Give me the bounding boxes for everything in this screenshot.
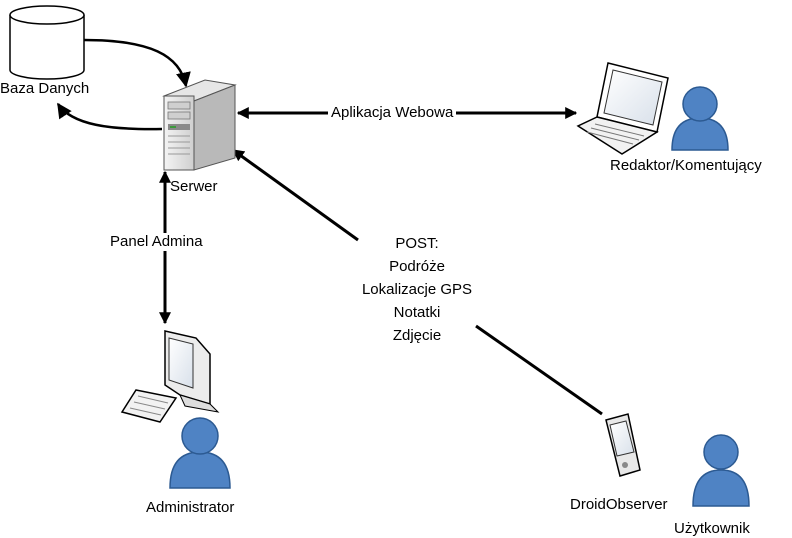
admin-panel-edge-label: Panel Admina (107, 233, 206, 251)
server-label: Serwer (170, 178, 218, 195)
post-item: Notatki (393, 304, 441, 321)
server-tower-icon (162, 79, 237, 171)
post-item: Podróże (389, 258, 445, 275)
laptop-icon (576, 62, 669, 155)
database-icon (9, 5, 85, 80)
desktop-computer-icon (120, 330, 220, 423)
user-icon-administrator (169, 417, 231, 489)
post-edge-label: POST: Podróże Lokalizacje GPS Notatki Zd… (352, 232, 482, 347)
post-title: POST: (395, 235, 439, 252)
phone-icon (605, 413, 641, 477)
editor-label: Redaktor/Komentujący (610, 157, 762, 174)
user-icon-user (692, 434, 750, 507)
edge-post-upper (232, 148, 359, 242)
post-item: Lokalizacje GPS (361, 281, 473, 298)
edge-db-to-server (83, 38, 191, 88)
droid-observer-label: DroidObserver (570, 496, 668, 513)
edge-post-lower (475, 324, 603, 416)
post-item: Zdjęcie (392, 327, 442, 344)
web-app-edge-label: Aplikacja Webowa (328, 104, 457, 122)
administrator-label: Administrator (146, 499, 235, 516)
user-label: Użytkownik (674, 520, 750, 537)
user-icon-editor (671, 86, 729, 151)
database-label: Baza Danych (0, 80, 90, 97)
edge-server-to-db (56, 102, 163, 131)
